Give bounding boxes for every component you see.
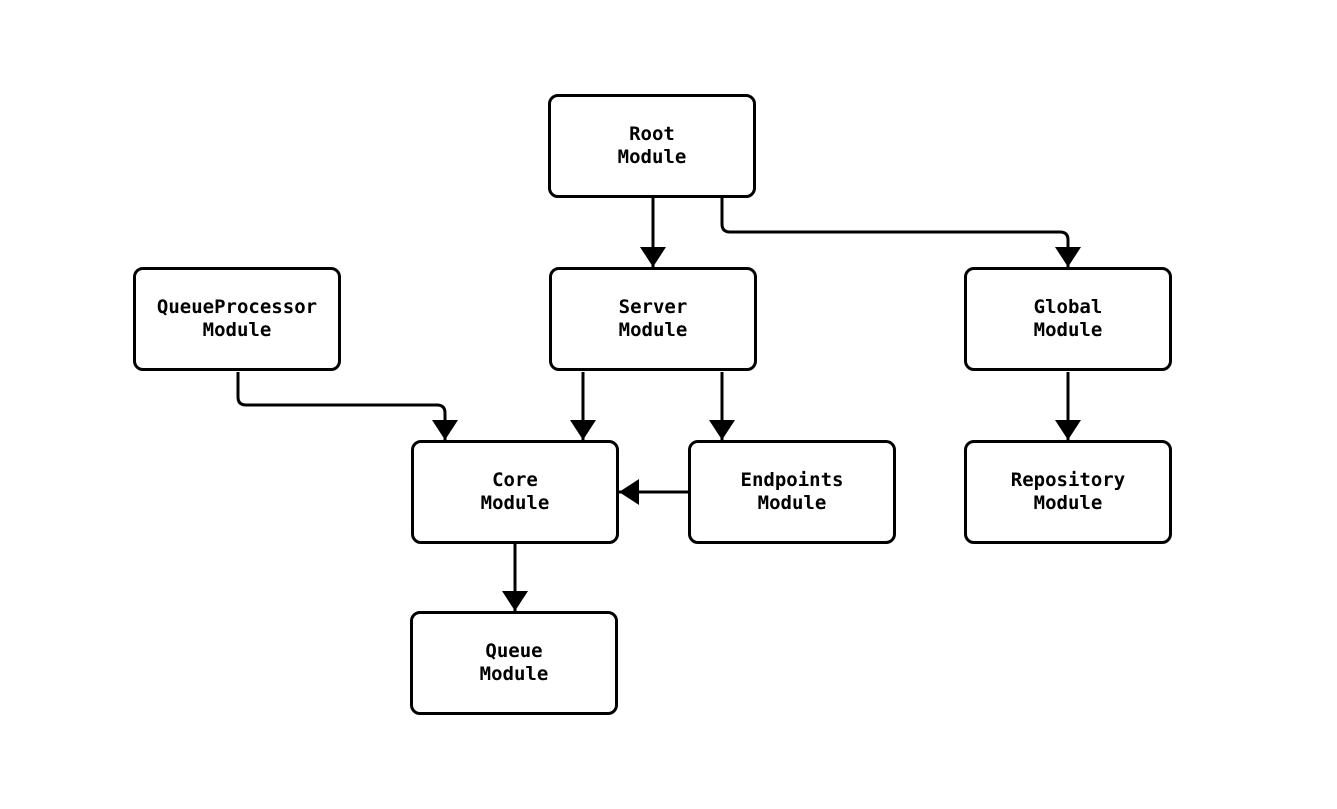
edge-queueprocessor-to-core <box>236 372 458 440</box>
node-root-module-label: Root Module <box>617 123 687 168</box>
node-repository-module-label: Repository Module <box>1010 469 1126 514</box>
node-queueprocessor-module-label: QueueProcessor Module <box>156 296 318 341</box>
edge-root-to-global <box>720 198 1081 267</box>
node-global-module: Global Module <box>964 267 1172 371</box>
node-queue-module-label: Queue Module <box>479 640 549 685</box>
node-queueprocessor-module: QueueProcessor Module <box>133 267 341 371</box>
node-queue-module: Queue Module <box>410 611 618 715</box>
node-core-module-label: Core Module <box>480 469 550 514</box>
node-root-module: Root Module <box>548 94 756 198</box>
node-core-module: Core Module <box>411 440 619 544</box>
node-repository-module: Repository Module <box>964 440 1172 544</box>
node-server-module-label: Server Module <box>618 296 688 341</box>
node-endpoints-module: Endpoints Module <box>688 440 896 544</box>
node-endpoints-module-label: Endpoints Module <box>740 469 844 514</box>
node-server-module: Server Module <box>549 267 757 371</box>
node-global-module-label: Global Module <box>1033 296 1103 341</box>
